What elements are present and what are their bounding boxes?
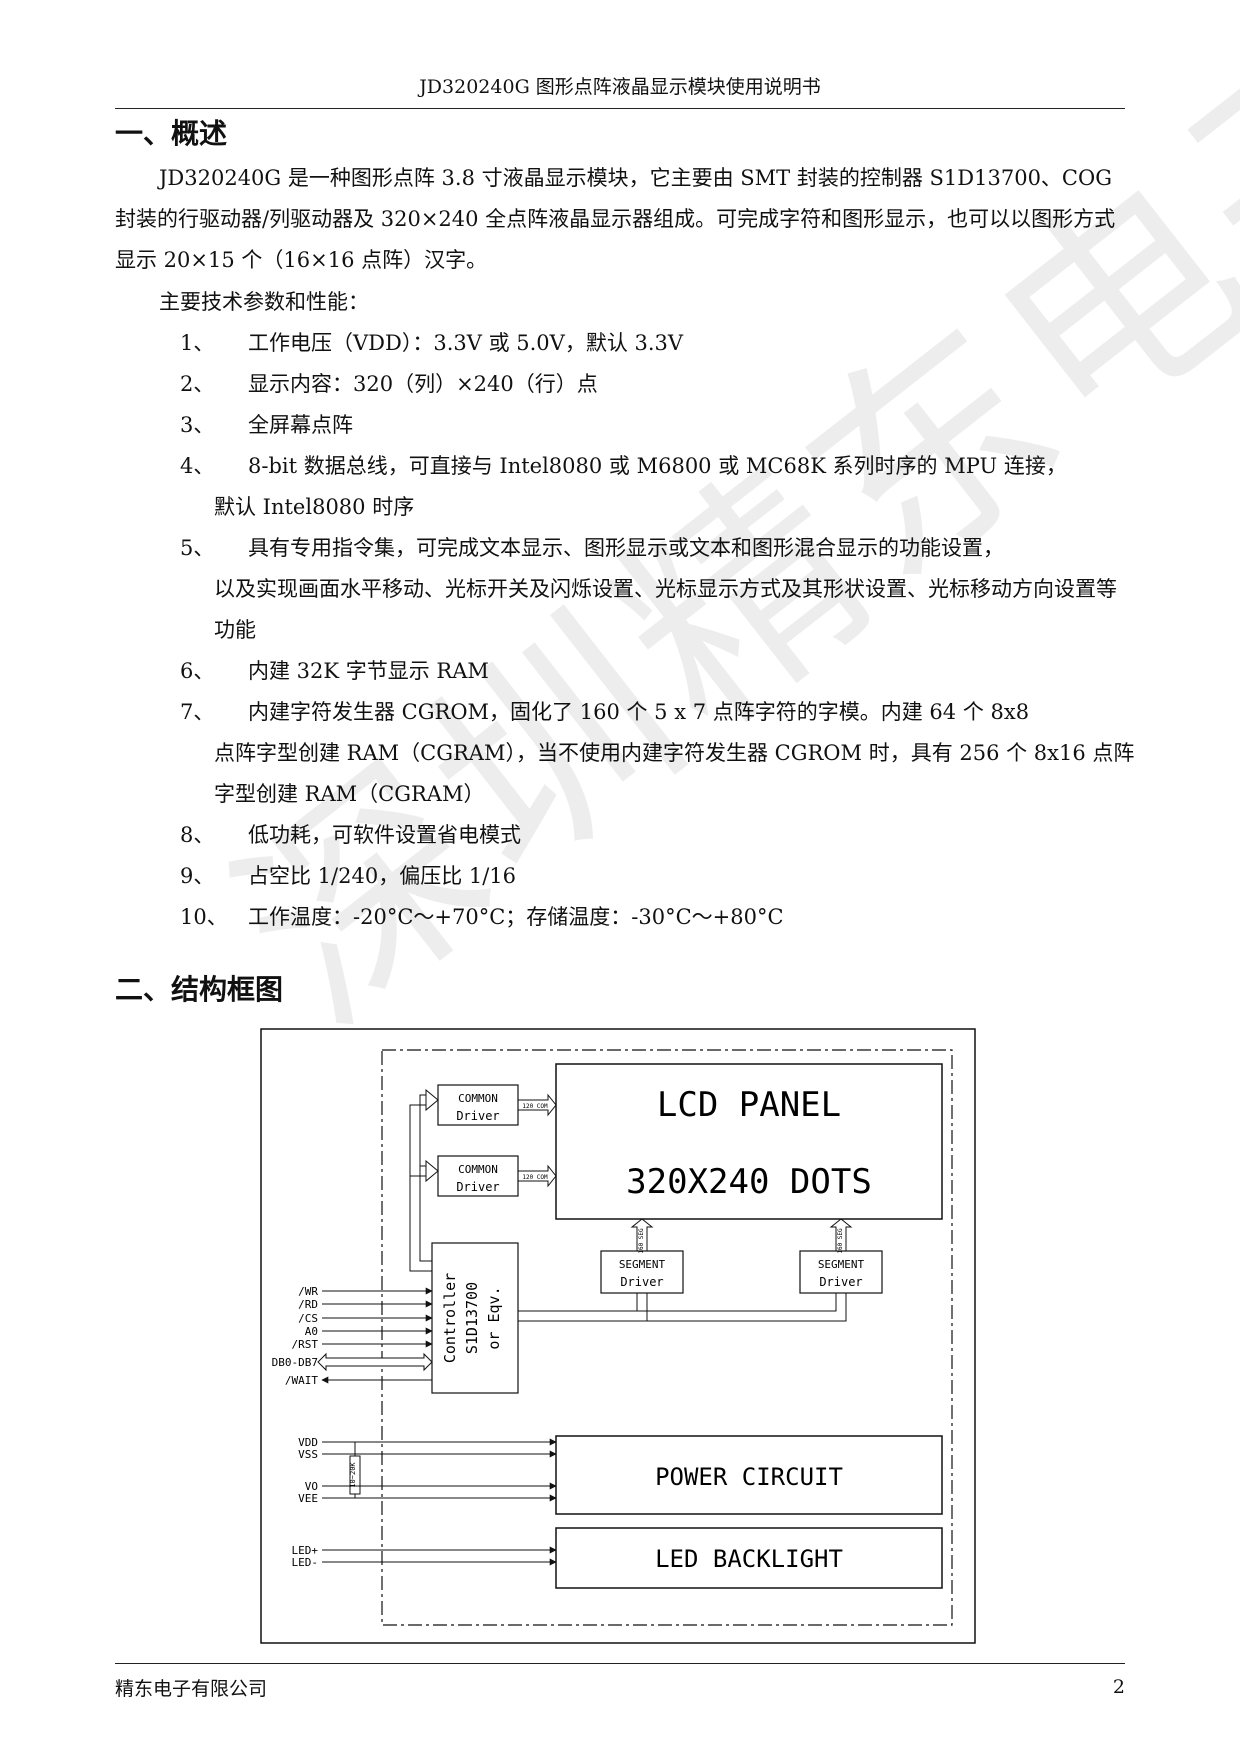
param-item: 8、 低功耗，可软件设置省电模式 [180, 815, 1135, 856]
segment-driver-1-label-2: Driver [620, 1275, 663, 1289]
common-bus-2-arrow [518, 1164, 557, 1188]
common-driver-1-box [437, 1084, 519, 1126]
common-driver-2-box [437, 1155, 519, 1197]
param-number: 1、 [180, 331, 215, 355]
power-pin-label: VDD [298, 1436, 318, 1449]
param-text-continued: 以及实现画面水平移动、光标开关及闪烁设置、光标显示方式及其形状设置、光标移动方向… [214, 577, 1117, 642]
page-footer: 精东电子有限公司 2 [115, 1663, 1125, 1701]
param-text-continued: 默认 Intel8080 时序 [214, 495, 415, 519]
param-text: 具有专用指令集，可完成文本显示、图形显示或文本和图形混合显示的功能设置， [248, 536, 1004, 560]
section-title-overview: 一、概述 [115, 117, 228, 150]
resistor [349, 1455, 361, 1495]
param-number: 5、 [180, 536, 215, 560]
controller-label-3: or Eqv. [485, 1286, 503, 1349]
params-heading: 主要技术参数和性能： [159, 290, 369, 314]
lcd-panel-label-2: 320X240 DOTS [626, 1162, 872, 1202]
power-pin-label: VO [305, 1480, 318, 1493]
common-bus-2-label: 120 COM [522, 1174, 548, 1181]
segment-driver-2-label-1: SEGMENT [818, 1258, 865, 1271]
signal-label: DB0-DB7 [272, 1356, 318, 1369]
overview-paragraph: JD320240G 是一种图形点阵 3.8 寸液晶显示模块，它主要由 SMT 封… [115, 166, 1116, 272]
ctrl-common-bus-a [409, 1104, 432, 1272]
param-number: 2、 [180, 372, 215, 396]
outer-frame [260, 1028, 976, 1644]
segment-bus-2-arrow [829, 1218, 853, 1251]
led-backlight-label: LED BACKLIGHT [655, 1545, 843, 1573]
param-text: 低功耗，可软件设置省电模式 [248, 823, 521, 847]
signal-label: A0 [305, 1325, 318, 1338]
param-text: 工作温度：-20°C～+70°C；存储温度：-30°C～+80°C [248, 905, 784, 929]
segment-driver-2-label-2: Driver [819, 1275, 862, 1289]
common-driver-2-label-2: Driver [456, 1180, 499, 1194]
segment-driver-1-label-1: SEGMENT [619, 1258, 666, 1271]
param-item: 1、 工作电压（VDD）：3.3V 或 5.0V，默认 3.3V [180, 323, 1135, 364]
power-circuit-box [555, 1435, 943, 1515]
ctrl-segment-bus [518, 1293, 837, 1312]
led-pin-label: LED+ [292, 1544, 319, 1557]
power-circuit-label: POWER CIRCUIT [655, 1463, 843, 1491]
common-driver-1-label-1: COMMON [458, 1092, 498, 1105]
resistor-label: 10~20K [349, 1462, 357, 1488]
section-title-diagram: 二、结构框图 [115, 973, 284, 1006]
power-pin-label: VSS [298, 1448, 318, 1461]
led-backlight-box [555, 1527, 943, 1589]
power-pin-label: VEE [298, 1492, 318, 1505]
param-item: 5、 具有专用指令集，可完成文本显示、图形显示或文本和图形混合显示的功能设置， 以及… [180, 528, 1135, 651]
param-text: 内建 32K 字节显示 RAM [248, 659, 489, 683]
param-number: 3、 [180, 413, 215, 437]
param-text: 占空比 1/240，偏压比 1/16 [248, 864, 517, 888]
param-item: 6、 内建 32K 字节显示 RAM [180, 651, 1135, 692]
param-item: 4、 8-bit 数据总线，可直接与 Intel8080 或 M6800 或 MC… [180, 446, 1135, 528]
signal-label: /WAIT [285, 1374, 318, 1387]
param-number: 6、 [180, 659, 215, 683]
common-bus-1-arrow [518, 1093, 557, 1117]
param-number: 7、 [180, 700, 215, 724]
block-diagram: LCD PANEL 320X240 DOTS COMMON Driver 120… [260, 1028, 976, 1644]
param-text: 显示内容：320（列）×240（行）点 [248, 372, 598, 396]
controller-label-2: S1D13700 [463, 1282, 481, 1354]
data-bus-arrow [317, 1352, 433, 1372]
param-text: 工作电压（VDD）：3.3V 或 5.0V，默认 3.3V [248, 331, 684, 355]
signal-label: /CS [298, 1312, 318, 1325]
param-text: 全屏幕点阵 [248, 413, 353, 437]
param-text: 8-bit 数据总线，可直接与 Intel8080 或 M6800 或 MC68… [248, 454, 1067, 478]
common-bus-1-label: 120 COM [522, 1103, 548, 1110]
controller-label-1: Controller [441, 1273, 459, 1363]
param-text-continued: 点阵字型创建 RAM（CGRAM），当不使用内建字符发生器 CGROM 时，具有… [214, 741, 1135, 806]
param-item: 7、 内建字符发生器 CGROM，固化了 160 个 5 x 7 点阵字符的字模。… [180, 692, 1135, 815]
lcd-panel-label-1: LCD PANEL [657, 1085, 841, 1125]
header-title: JD320240G 图形点阵液晶显示模块使用说明书 [419, 76, 821, 98]
param-item: 9、 占空比 1/240，偏压比 1/16 [180, 856, 1135, 897]
segment-driver-1-box [600, 1250, 684, 1294]
param-item: 3、 全屏幕点阵 [180, 405, 1135, 446]
page-number: 2 [1112, 1676, 1125, 1698]
param-number: 8、 [180, 823, 215, 847]
footer-company: 精东电子有限公司 [115, 1678, 268, 1700]
param-item: 2、 显示内容：320（列）×240（行）点 [180, 364, 1135, 405]
lcd-panel-box [555, 1063, 943, 1220]
segment-driver-2-box [799, 1250, 883, 1294]
signal-label: /WR [298, 1285, 318, 1298]
module-boundary [381, 1049, 953, 1626]
param-number: 9、 [180, 864, 215, 888]
led-pin-label: LED- [292, 1556, 319, 1569]
param-number: 10、 [180, 905, 228, 929]
segment-bus-1-arrow [630, 1218, 654, 1251]
param-item: 10、工作温度：-20°C～+70°C；存储温度：-30°C～+80°C [180, 897, 1135, 938]
param-text: 内建字符发生器 CGROM，固化了 160 个 5 x 7 点阵字符的字模。内建… [248, 700, 1030, 724]
common-driver-1-label-2: Driver [456, 1109, 499, 1123]
page-header: JD320240G 图形点阵液晶显示模块使用说明书 [115, 72, 1125, 109]
segment-bus-1-label: 160 SEG [638, 1228, 645, 1254]
common-driver-2-label-1: COMMON [458, 1163, 498, 1176]
segment-bus-2-label: 160 SEG [837, 1228, 844, 1254]
param-number: 4、 [180, 454, 215, 478]
signal-label: /RD [298, 1298, 318, 1311]
signal-label: /RST [292, 1338, 319, 1351]
